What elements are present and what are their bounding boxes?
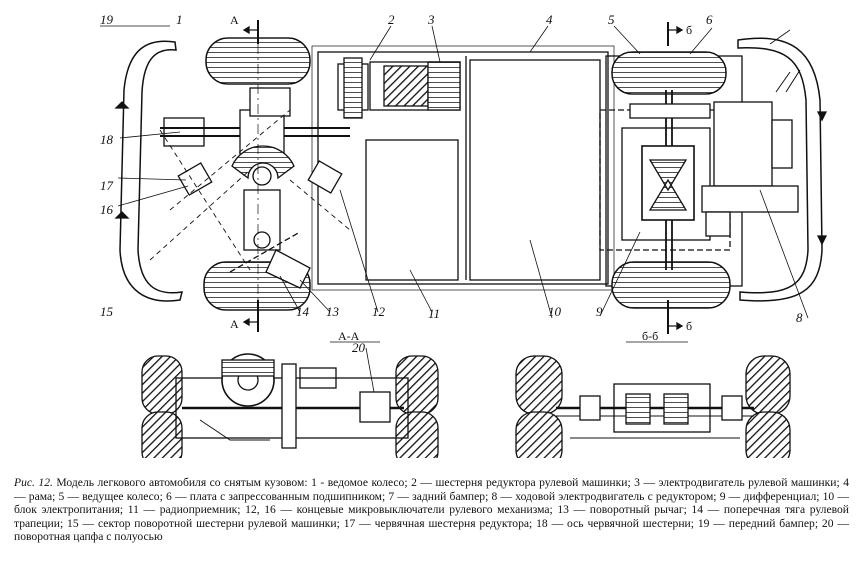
callout-18: 18 [100,132,114,147]
callout-13: 13 [326,304,340,319]
callout-10: 10 [548,304,562,319]
power-block [469,59,601,281]
drive-motor [713,101,773,187]
callout-14: 14 [296,304,310,319]
rear-wheel-left [611,51,727,95]
section-mark-a-top: А [230,13,239,27]
callout-1: 1 [176,12,183,27]
section-title-aa: А-А [338,329,360,343]
section-aa-view [141,341,439,458]
callout-3: 3 [427,12,435,27]
callout-12: 12 [372,304,386,319]
figure-caption-prefix: Рис. 12. [14,476,53,489]
bb-wheel-right [745,355,791,415]
callout-4: 4 [546,12,553,27]
callout-15: 15 [100,304,114,319]
callout-17: 17 [100,178,114,193]
front-bumper [119,40,183,302]
callout-11: 11 [428,306,440,321]
section-mark-b-top: б [686,23,692,37]
figure-caption-text: Модель легкового автомобиля со снятым ку… [14,476,849,544]
callout-19: 19 [100,12,114,27]
callout-20: 20 [352,340,366,355]
car-model-diagram: 19 1 2 3 4 5 6 18 17 16 15 14 13 12 11 1… [100,12,828,458]
callout-5: 5 [608,12,615,27]
section-mark-a-bottom: А [230,317,239,331]
callout-6: 6 [706,12,713,27]
callout-2: 2 [388,12,395,27]
callout-9: 9 [596,304,603,319]
steering-sector [231,145,295,180]
rear-bumper [737,37,823,302]
section-mark-b-bottom: б [686,319,692,333]
plan-view [100,20,828,334]
callout-8: 8 [796,310,803,325]
section-bb-view [515,341,791,458]
bb-wheel-left [515,355,563,415]
callout-16: 16 [100,202,114,217]
radio-receiver [365,139,459,281]
figure-caption: Рис. 12. Модель легкового автомобиля со … [14,476,849,544]
aa-wheel-right [395,355,439,415]
section-title-bb: б-б [642,329,658,343]
rear-wheel-right [611,261,731,309]
